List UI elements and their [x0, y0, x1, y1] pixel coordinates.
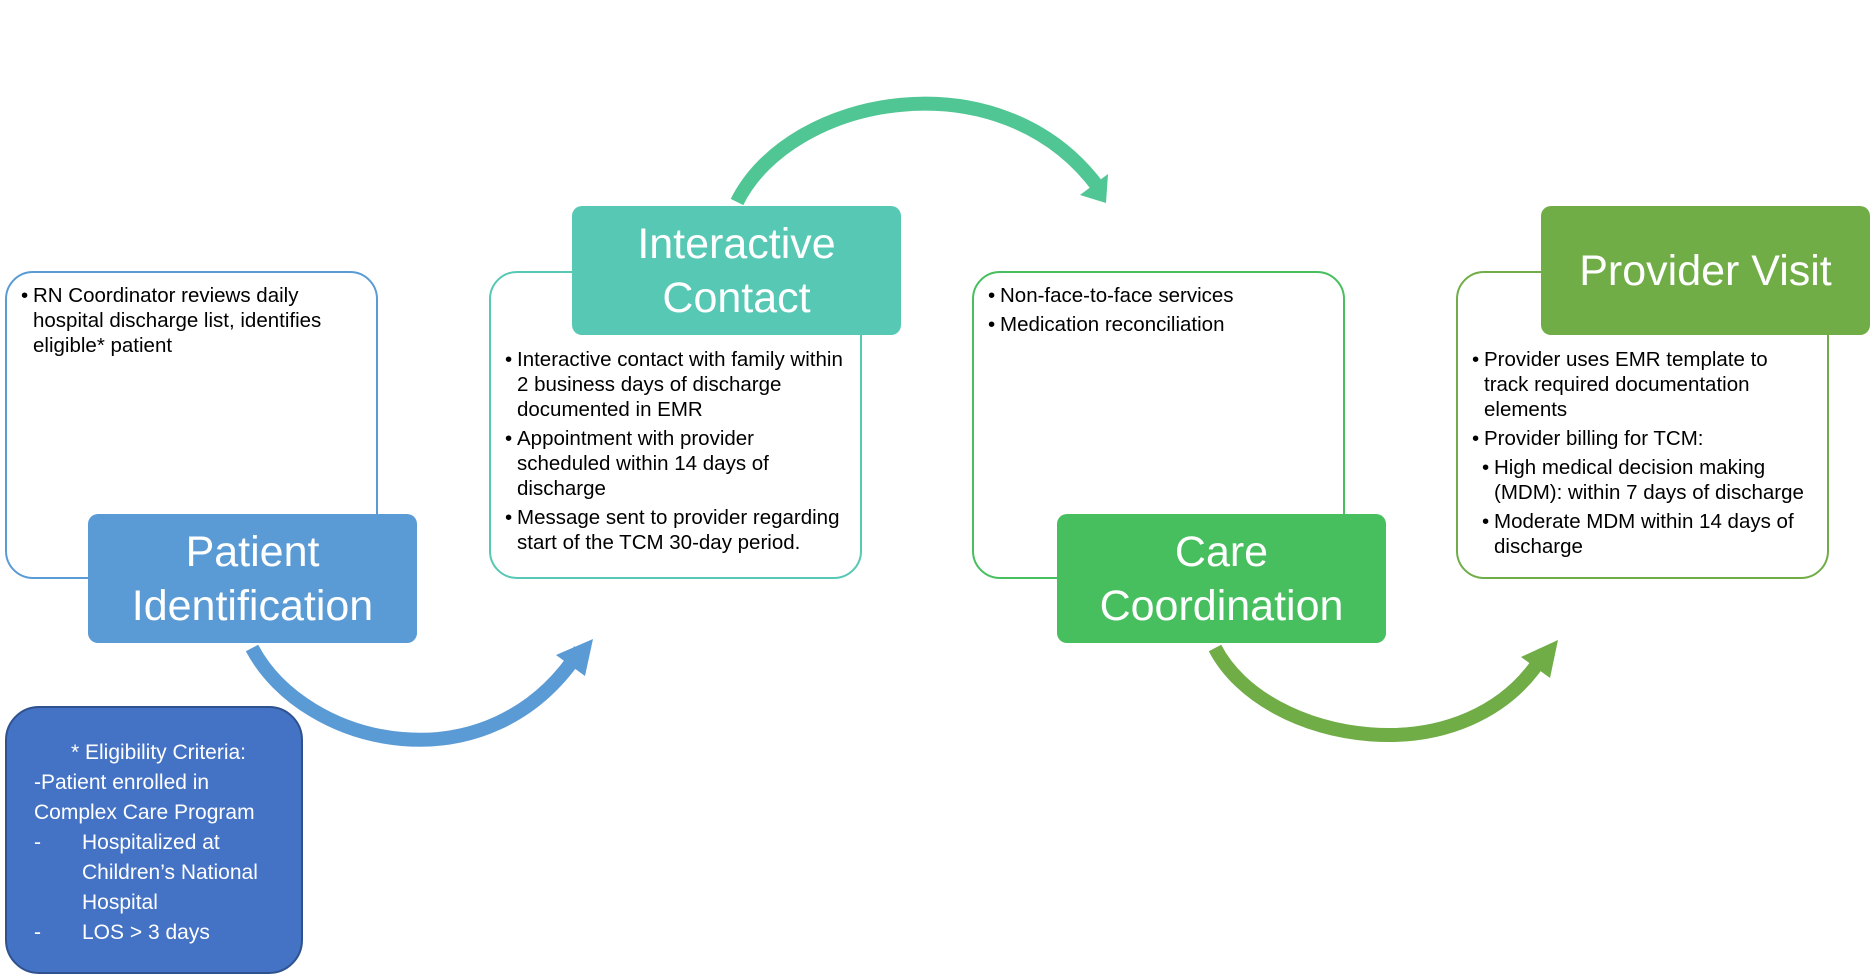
arrow-head-teal [1080, 174, 1108, 203]
arrow-coordination-to-visit [1208, 644, 1552, 742]
detail-item: Provider uses EMR template to track requ… [1472, 347, 1813, 422]
step-care-coordination: Care Coordination [1057, 514, 1386, 643]
eligibility-item: - LOS > 3 days [34, 918, 283, 948]
eligibility-item-text: Hospitalized at Children’s National Hosp… [82, 831, 258, 914]
step-patient-identification: Patient Identification [88, 514, 417, 643]
step-interactive-contact: Interactive Contact [572, 206, 901, 335]
detail-item: Medication reconciliation [988, 312, 1329, 337]
detail-subitem: Moderate MDM within 14 days of discharge [1482, 509, 1813, 559]
detail-item: RN Coordinator reviews daily hospital di… [21, 283, 362, 358]
eligibility-item: - Hospitalized at Children’s National Ho… [34, 828, 283, 918]
step-provider-visit: Provider Visit [1541, 206, 1870, 335]
detail-item: Non-face-to-face services [988, 283, 1329, 308]
eligibility-title: * Eligibility Criteria: [70, 741, 247, 764]
eligibility-line: -Patient enrolled in Complex Care Progra… [34, 771, 255, 824]
detail-item: Provider billing for TCM: [1472, 426, 1813, 451]
detail-item: Interactive contact with family within 2… [505, 347, 846, 422]
arrow-identification-to-contact [245, 644, 586, 747]
arrow-head-blue [556, 639, 593, 676]
dash-marker: - [34, 831, 41, 854]
dash-marker: - [34, 921, 41, 944]
eligibility-item-text: LOS > 3 days [82, 921, 210, 944]
arrow-contact-to-coordination [730, 96, 1104, 206]
detail-item: Message sent to provider regarding start… [505, 505, 846, 555]
arrow-head-green [1521, 640, 1558, 678]
detail-subitem: High medical decision making (MDM): with… [1482, 455, 1813, 505]
detail-item: Appointment with provider scheduled with… [505, 426, 846, 501]
eligibility-criteria-box: * Eligibility Criteria: -Patient enrolle… [5, 706, 303, 974]
